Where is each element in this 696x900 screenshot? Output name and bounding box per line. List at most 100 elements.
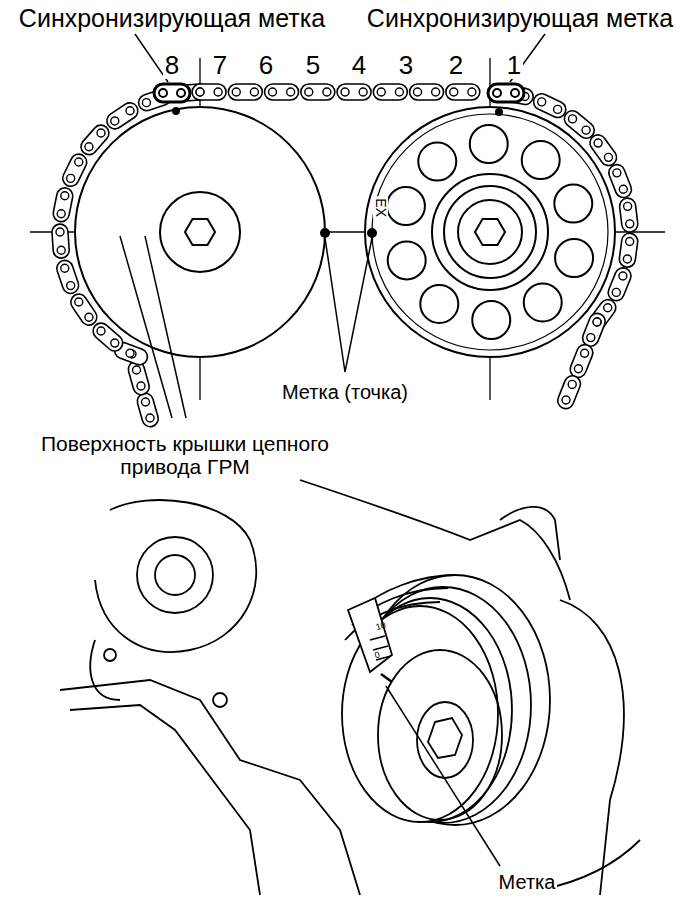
sprocket-holes xyxy=(387,125,593,339)
chain-pin xyxy=(604,304,612,312)
leader-line xyxy=(325,238,372,372)
chain-pin xyxy=(587,334,595,342)
chain-pin xyxy=(214,88,222,96)
chain-link xyxy=(90,320,126,354)
chain-link xyxy=(192,84,226,100)
chain-pin xyxy=(613,169,621,177)
timing-mark-link xyxy=(488,84,524,102)
chain-pin xyxy=(574,365,582,373)
link-number: 8 xyxy=(163,51,181,80)
chain-pin xyxy=(97,327,105,335)
chain-pin xyxy=(126,107,134,115)
camshaft-sprocket xyxy=(365,107,615,357)
chain-pin xyxy=(126,349,134,357)
sprocket-rim xyxy=(372,114,608,350)
chain-link xyxy=(337,84,371,100)
chain-pin xyxy=(61,192,69,200)
chain-link xyxy=(135,391,160,428)
timing-mark-link xyxy=(154,84,190,102)
exhaust-mark: EX xyxy=(372,197,387,220)
chain-pin xyxy=(159,89,167,97)
leader-line xyxy=(145,236,186,418)
chain-pin xyxy=(511,89,519,97)
chain-link xyxy=(55,258,81,295)
sprocket-hub xyxy=(432,174,548,290)
chain-pin xyxy=(75,158,83,166)
chain-pin xyxy=(593,318,601,326)
callout-label: Синхронизирующая метка xyxy=(367,5,673,33)
chain-pin xyxy=(568,380,576,388)
chain-pin xyxy=(582,126,590,134)
leader-line xyxy=(386,686,500,866)
link-number: 4 xyxy=(350,51,368,80)
callout-label: Метка (точка) xyxy=(280,381,410,403)
bolt-head xyxy=(475,219,505,245)
chain-link xyxy=(78,122,112,158)
chain-pin xyxy=(85,143,93,151)
chain-link xyxy=(606,265,634,303)
camshaft-sprocket xyxy=(75,107,325,357)
timing-dot xyxy=(321,229,329,237)
sprocket-hole xyxy=(555,239,593,277)
chain-pin xyxy=(111,339,119,347)
chain-pin xyxy=(75,298,83,306)
chain-pin xyxy=(619,185,627,193)
chain-pin xyxy=(232,88,240,96)
chain-pin xyxy=(581,349,589,357)
chain-pin xyxy=(604,153,612,161)
chain-link xyxy=(301,84,335,100)
sprocket-hole xyxy=(387,187,425,225)
sprocket-hole xyxy=(420,285,458,323)
bolt-head xyxy=(185,219,215,245)
chain-pin xyxy=(395,88,403,96)
chain-pin xyxy=(196,88,204,96)
chain-pin xyxy=(196,88,204,96)
chain-pin xyxy=(146,414,154,422)
chain-pin xyxy=(359,88,367,96)
chain-pin xyxy=(137,382,145,390)
sprocket-hole xyxy=(524,283,562,321)
leader-line xyxy=(120,236,172,418)
chain-link xyxy=(104,100,141,132)
chain-pin xyxy=(593,318,601,326)
callout-label: Синхронизирующая метка xyxy=(19,5,325,33)
chain-pin xyxy=(612,288,620,296)
link-number: 2 xyxy=(447,51,465,80)
chain-pin xyxy=(305,88,313,96)
chain-link xyxy=(228,84,262,100)
chain-pin xyxy=(61,264,69,272)
link-number: 1 xyxy=(505,51,523,80)
chain-link xyxy=(373,84,407,100)
chain-link xyxy=(265,84,299,100)
chain-pin xyxy=(493,89,501,97)
engine-front-illustration xyxy=(60,480,640,895)
sprocket-hole xyxy=(388,241,426,279)
sprocket-hole xyxy=(522,141,560,179)
chain-pin xyxy=(594,139,602,147)
chain-pin xyxy=(269,88,277,96)
chain-pin xyxy=(623,255,631,263)
chain-pin xyxy=(626,237,634,245)
chain-pin xyxy=(569,115,577,123)
chain-pin xyxy=(57,210,65,218)
link-number: 5 xyxy=(304,51,322,80)
link-number: 6 xyxy=(257,51,275,80)
chain-pin xyxy=(67,282,75,290)
chain-pin xyxy=(287,88,295,96)
chain-pin xyxy=(432,88,440,96)
link-number: 7 xyxy=(211,51,229,80)
sprocket-mark xyxy=(173,108,179,114)
sprocket-hub xyxy=(444,186,536,278)
chain-pin xyxy=(624,202,632,210)
chain-link xyxy=(568,342,595,380)
chain-pin xyxy=(554,105,562,113)
chain-link xyxy=(587,132,620,169)
callout-label: Поверхность крышки цепного привода ГРМ xyxy=(38,432,332,478)
chain-link xyxy=(618,232,638,268)
chain-link xyxy=(52,187,74,223)
chain-link xyxy=(531,91,569,120)
chain-link xyxy=(60,151,89,189)
chain-link xyxy=(580,311,607,349)
chain-pin xyxy=(111,117,119,125)
